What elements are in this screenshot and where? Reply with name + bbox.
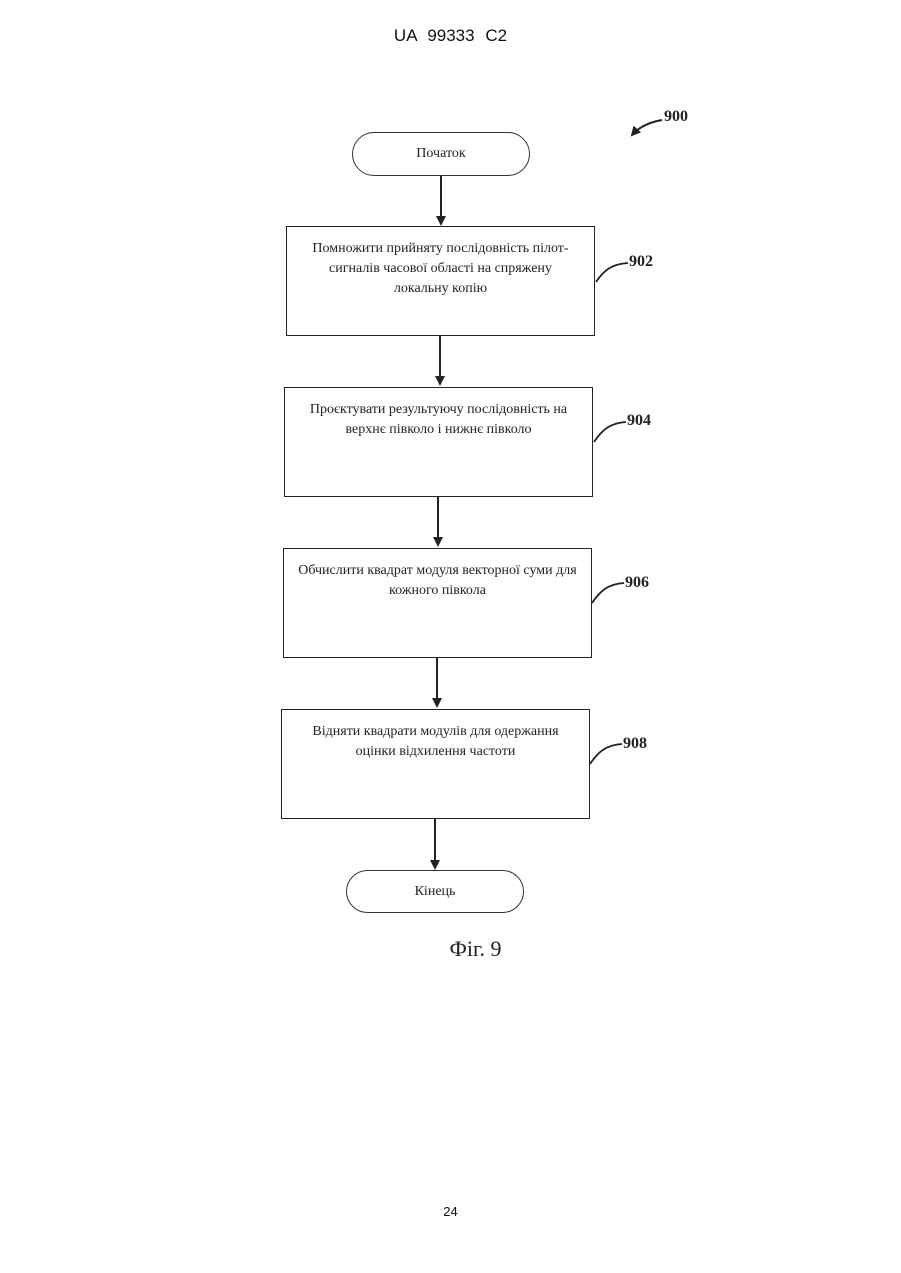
step-text: Відняти квадрати модулів для одержання о… xyxy=(312,724,558,759)
step-box-902: Помножити прийняту послідовність пілот-с… xyxy=(286,226,595,336)
leader-908 xyxy=(590,744,622,764)
diagram-ref-900: 900 xyxy=(664,108,688,126)
step-text: Помножити прийняту послідовність пілот-с… xyxy=(312,241,568,296)
leader-900 xyxy=(632,120,662,135)
figure-caption: Фіг. 9 xyxy=(0,936,901,962)
leader-906 xyxy=(592,583,624,603)
leader-904 xyxy=(594,422,626,442)
step-ref-908: 908 xyxy=(623,735,647,753)
step-ref-902: 902 xyxy=(629,253,653,271)
step-ref-904: 904 xyxy=(627,412,651,430)
step-text: Обчислити квадрат модуля векторної суми … xyxy=(298,563,576,598)
step-ref-906: 906 xyxy=(625,574,649,592)
end-terminal: Кінець xyxy=(346,870,524,913)
step-text: Проєктувати результуючу послідовність на… xyxy=(310,402,567,437)
step-box-904: Проєктувати результуючу послідовність на… xyxy=(284,387,593,497)
step-box-906: Обчислити квадрат модуля векторної суми … xyxy=(283,548,592,658)
start-terminal: Початок xyxy=(352,132,530,176)
leader-902 xyxy=(596,263,628,282)
page-number: 24 xyxy=(0,1204,901,1219)
step-box-908: Відняти квадрати модулів для одержання о… xyxy=(281,709,590,819)
start-label: Початок xyxy=(416,146,465,162)
end-label: Кінець xyxy=(415,884,456,900)
